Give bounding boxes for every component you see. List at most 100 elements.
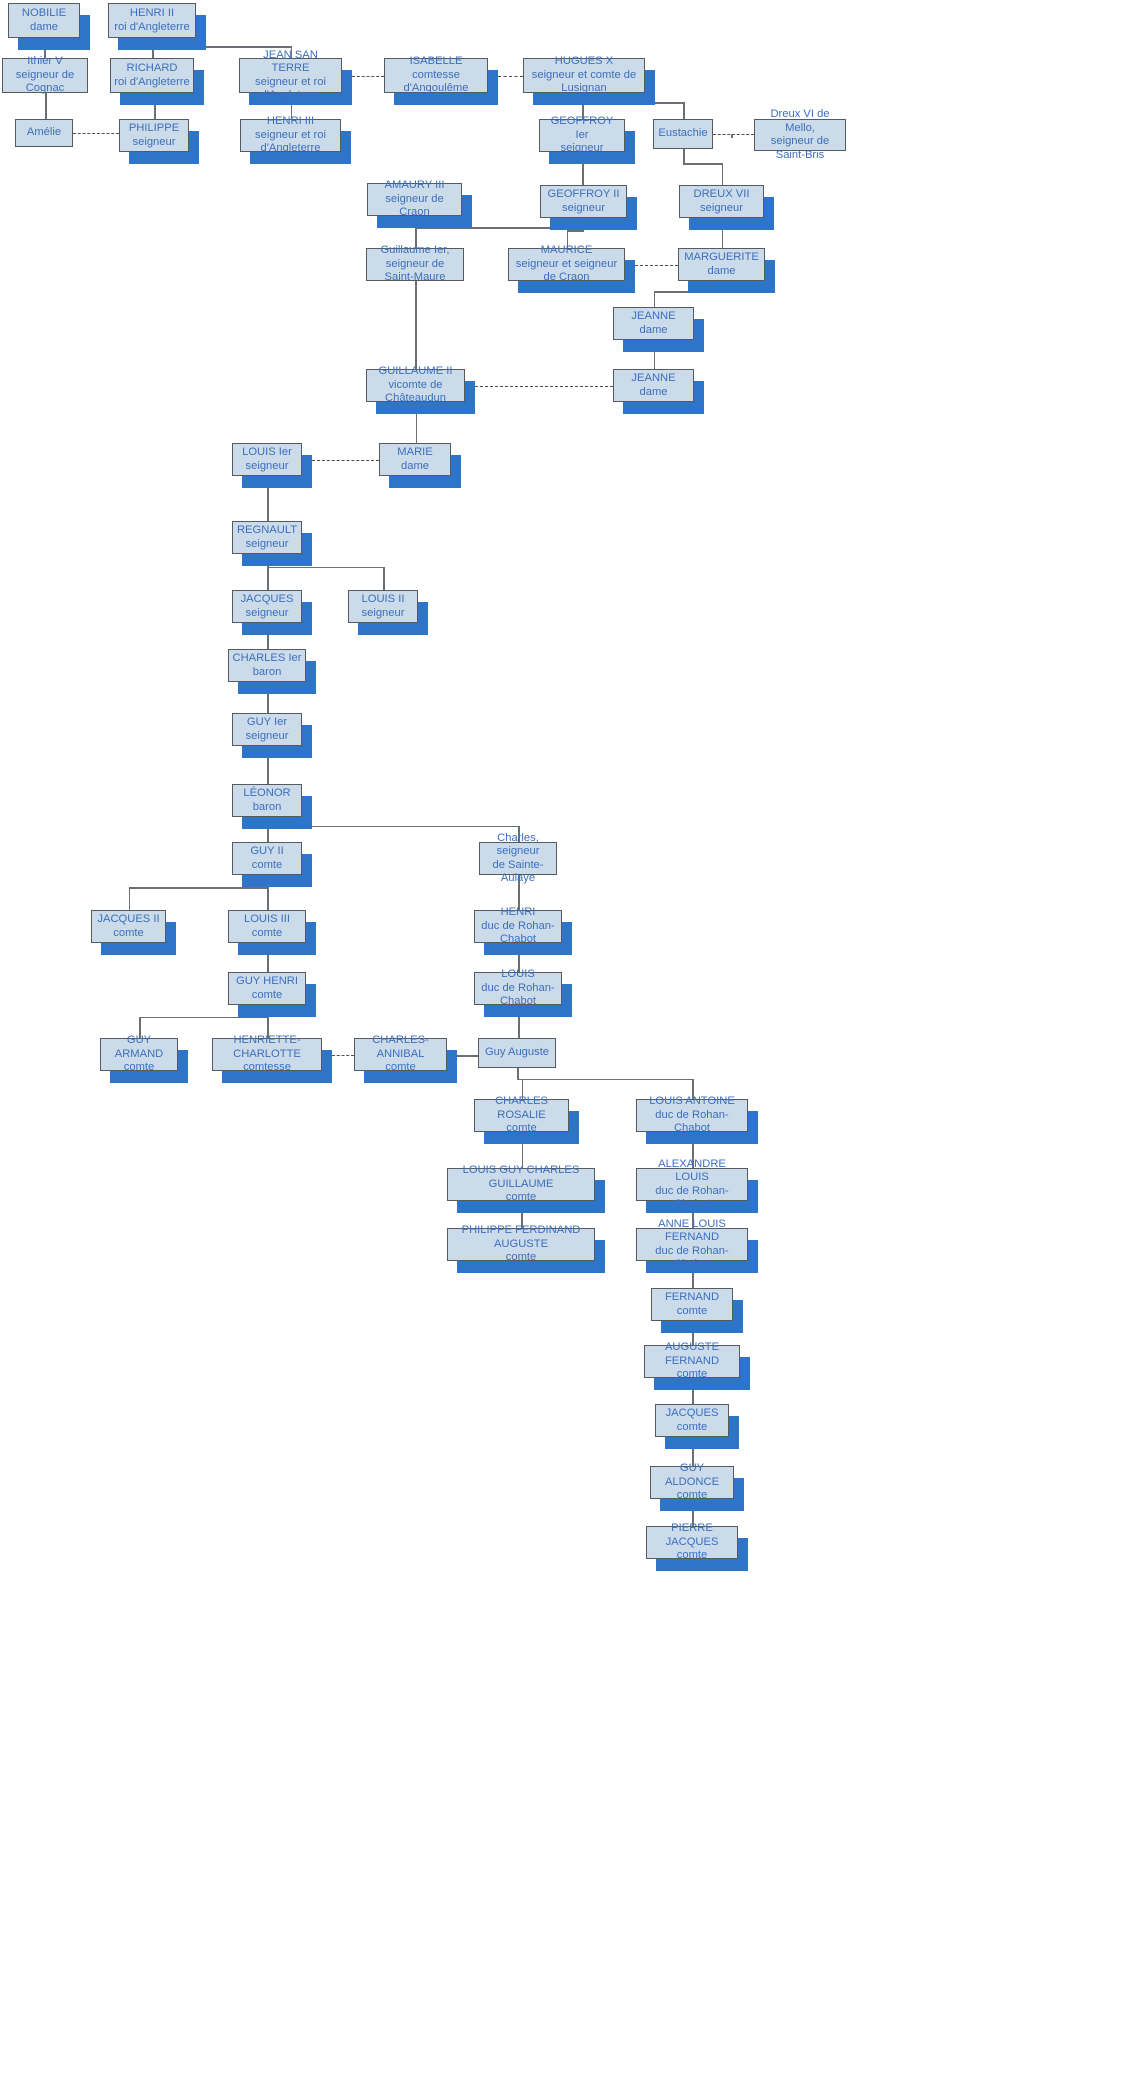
- node-guyauguste[interactable]: Guy Auguste: [478, 1038, 556, 1068]
- node-name: MARGUERITE: [684, 251, 759, 263]
- node-name: LOUIS ANTOINE: [649, 1095, 735, 1108]
- node-dreux6[interactable]: Dreux VI de Mello,seigneur de Saint-Bris: [754, 108, 846, 161]
- descent-geoffroy1: [582, 152, 584, 185]
- node-name: REGNAULT: [236, 524, 298, 536]
- node-name: MAURICE: [540, 244, 593, 257]
- descent-drop-guyarmand: [139, 1016, 141, 1038]
- descent-augustefernand: [692, 1378, 694, 1404]
- node-amelie[interactable]: Amélie: [15, 119, 73, 147]
- descent-charlesrosalie: [521, 1132, 524, 1168]
- node-title: comte: [676, 1368, 708, 1381]
- node-name: HENRI: [500, 906, 536, 919]
- node-title: dame: [639, 385, 668, 398]
- descent-drop-guillaume1: [415, 227, 417, 248]
- node-eustachie[interactable]: Eustachie: [653, 119, 713, 149]
- node-name: GUY ALDONCE: [664, 1462, 720, 1488]
- node-name: Eustachie: [658, 127, 708, 140]
- node-title: comte: [251, 858, 283, 871]
- descent-drop-richard: [152, 46, 154, 58]
- node-name: GUY ARMAND: [114, 1034, 164, 1060]
- descent-bus-geoffroy2: [566, 230, 584, 232]
- node-name: CHARLES-ANNIBAL: [372, 1034, 429, 1060]
- marriage-jeansanterre-isabelle: [352, 76, 384, 77]
- descent-louisantoine: [692, 1132, 694, 1168]
- node-name: GUILLAUME II: [378, 365, 453, 378]
- descent-drop-charles_aulaye: [518, 825, 520, 842]
- descent-eustachie: [683, 149, 685, 164]
- node-title: comte: [676, 1549, 708, 1562]
- descent-henri_rc: [518, 943, 520, 972]
- descent-drop-geoffroy1: [582, 102, 584, 119]
- node-title: duc de Rohan-Chabot: [655, 1108, 729, 1135]
- descent-drop-jeansanterre: [290, 46, 293, 58]
- node-name: PIERRE JACQUES: [665, 1522, 719, 1548]
- descent-dreux7: [721, 218, 724, 248]
- descent-jacques: [267, 623, 269, 649]
- descent-drop-marguerite: [653, 291, 656, 307]
- descent-annelouisfernand: [692, 1261, 694, 1288]
- node-name: LOUIS: [501, 968, 535, 981]
- node-name: GUY Ier: [246, 716, 288, 728]
- node-name: CHARLES Ier: [232, 652, 302, 664]
- node-title: seigneur: [560, 142, 604, 155]
- node-name: CHARLES ROSALIE: [495, 1095, 548, 1121]
- node-name: LOUIS GUY CHARLES GUILLAUME: [462, 1164, 580, 1190]
- descent-alexandrelouis: [692, 1201, 694, 1228]
- node-title: duc de Rohan-Chabot: [481, 981, 555, 1008]
- descent-guyaldonce: [692, 1499, 694, 1526]
- descent-charles1: [267, 682, 269, 713]
- node-name: JEANNE: [631, 310, 676, 322]
- descent-jeansanterre: [290, 93, 293, 119]
- node-name: JACQUES: [240, 593, 294, 605]
